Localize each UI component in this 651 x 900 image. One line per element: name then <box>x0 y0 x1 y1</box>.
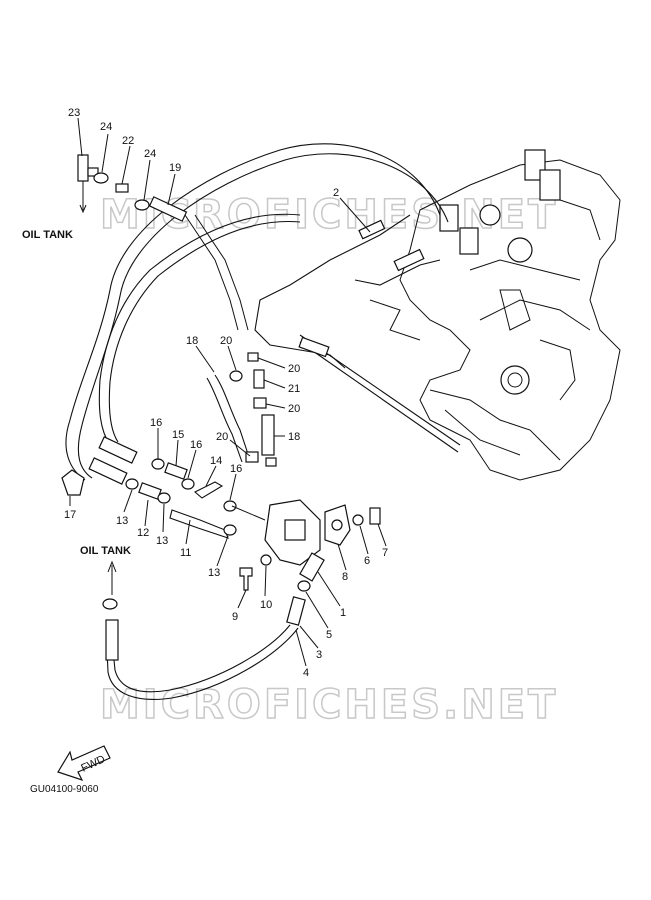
callout-14: 14 <box>210 455 222 467</box>
callout-18: 18 <box>288 431 300 443</box>
callout-16: 16 <box>230 463 242 475</box>
watermark-bottom: MICROFICHES.NET <box>100 682 558 728</box>
callout-18: 18 <box>186 335 198 347</box>
callout-23: 23 <box>68 107 80 119</box>
callout-7: 7 <box>382 547 388 559</box>
callout-24: 24 <box>144 148 156 160</box>
bolt-22 <box>115 183 129 193</box>
clip-24a <box>93 172 109 184</box>
spring-7 <box>369 507 381 525</box>
bolt-9 <box>239 567 253 591</box>
callout-21: 21 <box>288 383 300 395</box>
callout-6: 6 <box>364 555 370 567</box>
callout-20: 20 <box>288 363 300 375</box>
callout-20: 20 <box>220 335 232 347</box>
joint-15 <box>164 462 188 480</box>
callout-16: 16 <box>190 439 202 451</box>
callout-13: 13 <box>116 515 128 527</box>
callout-20: 20 <box>288 403 300 415</box>
oil-tank-label-top: OIL TANK <box>22 229 73 241</box>
hose-14 <box>194 481 224 499</box>
spark-plug-cap-4 <box>459 227 479 255</box>
callout-13: 13 <box>156 535 168 547</box>
washer-6 <box>352 514 364 526</box>
hose-3 <box>286 596 306 626</box>
callout-3: 3 <box>316 649 322 661</box>
callout-20: 20 <box>216 431 228 443</box>
oil-pump-assembly <box>239 499 381 591</box>
leader-lines <box>69 117 387 667</box>
callout-12: 12 <box>137 527 149 539</box>
hose-4-end <box>105 619 119 661</box>
joint-23 <box>77 154 89 182</box>
hose-and-clip-group <box>206 352 277 467</box>
callout-5: 5 <box>326 629 332 641</box>
callout-16: 16 <box>150 417 162 429</box>
callout-15: 15 <box>172 429 184 441</box>
callout-11: 11 <box>180 547 191 559</box>
oil-hose-loops <box>65 143 461 481</box>
callout-9: 9 <box>232 611 238 623</box>
tank-supply-hose <box>102 560 311 700</box>
diagram-code: GU04100-9060 <box>30 784 99 795</box>
spark-plug-cap-2 <box>539 169 561 201</box>
callouts: 23 24 22 24 19 2 18 20 20 21 20 18 20 16… <box>64 107 388 679</box>
hose-11 <box>169 509 229 539</box>
tank-fitting-group <box>77 154 249 331</box>
engine-block-illustration <box>369 149 621 481</box>
callout-19: 19 <box>169 162 181 174</box>
clip-24b <box>134 199 150 211</box>
forward-direction-arrow: FWD <box>57 745 111 782</box>
joint-21 <box>253 369 265 389</box>
callout-17: 17 <box>64 509 76 521</box>
clip-5 <box>297 580 311 592</box>
callout-2: 2 <box>333 187 339 199</box>
callout-13: 13 <box>208 567 220 579</box>
fitting-17 <box>61 469 85 496</box>
callout-8: 8 <box>342 571 348 583</box>
spark-plug-cap-3 <box>439 204 459 232</box>
washer-10 <box>260 554 272 566</box>
oil-pump-link-cable <box>254 214 441 369</box>
callout-4: 4 <box>303 667 309 679</box>
oil-tank-label-bottom: OIL TANK <box>80 545 131 557</box>
callout-22: 22 <box>122 135 134 147</box>
hose-18 <box>261 414 275 456</box>
mount-bore <box>500 365 530 395</box>
hose-19 <box>148 196 188 222</box>
callout-24: 24 <box>100 121 112 133</box>
callout-1: 1 <box>340 607 346 619</box>
pump-hose-group <box>61 436 266 539</box>
callout-10: 10 <box>260 599 272 611</box>
